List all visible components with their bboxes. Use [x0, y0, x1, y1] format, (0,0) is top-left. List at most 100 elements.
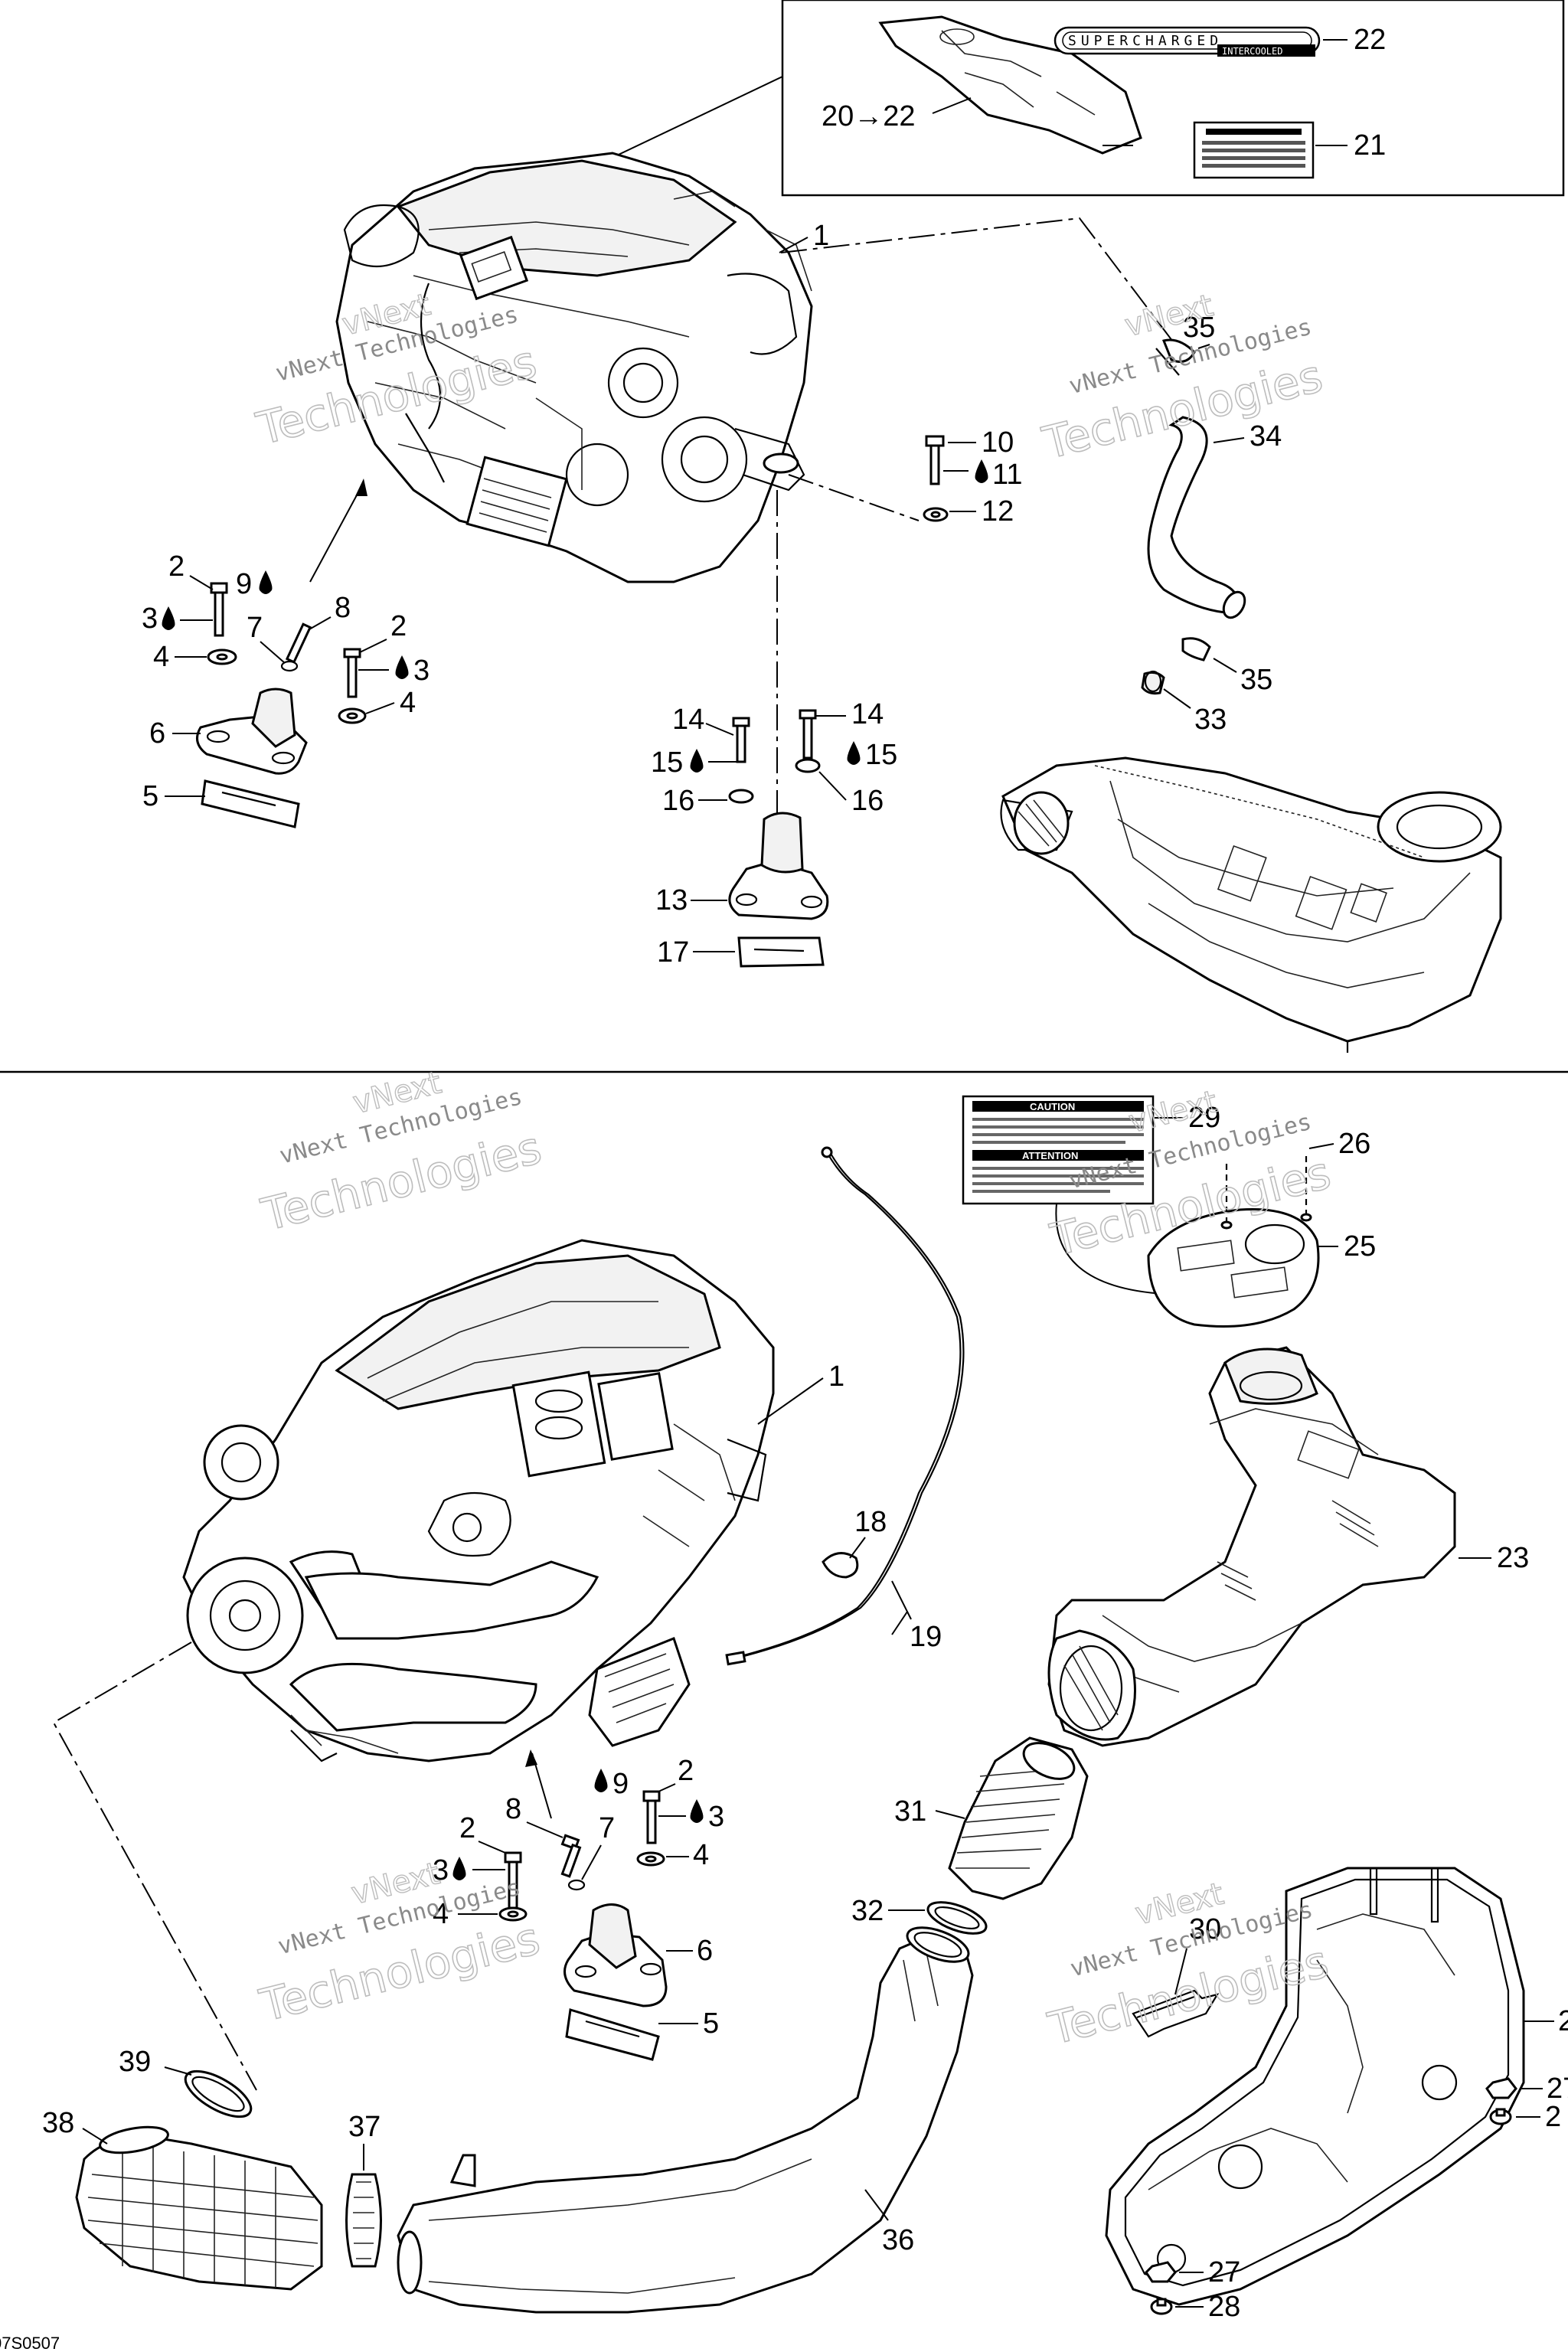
label-31: 31 — [894, 1795, 926, 1828]
leader-36 — [864, 2189, 889, 2221]
attention-title: ATTENTION — [1022, 1150, 1078, 1161]
label-5-bottom: 5 — [703, 2007, 719, 2040]
label-9-bottom: 9 — [612, 1768, 629, 1800]
label-1-top: 1 — [813, 220, 829, 252]
arrowhead-bottom — [525, 1749, 537, 1767]
leader-7-bottom — [581, 1844, 602, 1880]
label-27-right: 27 — [1547, 2073, 1568, 2105]
label-6-bottom: 6 — [697, 1935, 713, 1967]
label-32: 32 — [851, 1895, 884, 1927]
label-14-a: 14 — [672, 704, 704, 736]
leader-18 — [849, 1537, 866, 1559]
label-13: 13 — [655, 884, 688, 916]
label-5-top: 5 — [142, 780, 158, 812]
leader-19 — [906, 1611, 912, 1620]
label-38: 38 — [42, 2107, 74, 2139]
leader-8-bottom — [526, 1821, 564, 1838]
label-4-bottom-d: 4 — [433, 1898, 449, 1930]
warning-label-21 — [1193, 121, 1315, 179]
drop-icon-3-bottom-d — [452, 1857, 466, 1880]
engine-top — [335, 152, 813, 583]
label-28-bottom: 28 — [1208, 2291, 1240, 2323]
airbox-lower-housing — [1105, 1867, 1525, 2306]
leader-14-a — [705, 723, 734, 736]
label-8-top: 8 — [335, 592, 351, 624]
engine-bottom — [182, 1239, 775, 1762]
label-4-top-a: 4 — [153, 641, 169, 673]
label-3-bottom-d: 3 — [433, 1854, 449, 1886]
supercharged-text: SUPERCHARGED — [1068, 33, 1223, 49]
label-19: 19 — [910, 1621, 942, 1653]
leader-7-top — [260, 641, 286, 664]
left-mount-bottom — [498, 1790, 668, 2061]
drop-icon-3-bottom-c — [690, 1799, 704, 1823]
bolt-10-stack — [923, 435, 949, 522]
label-22: 22 — [1354, 24, 1386, 56]
airbox-cover-25 — [1147, 1156, 1320, 1328]
label-8-bottom: 8 — [505, 1793, 521, 1825]
label-2-top-a: 2 — [168, 550, 185, 583]
arrow-to-engine-left — [309, 482, 364, 583]
dash-engine-to-clamp39 — [52, 1642, 257, 2091]
leader-35-bottom — [1213, 658, 1237, 673]
boot-38 — [75, 2125, 323, 2291]
left-mount-top — [196, 582, 367, 828]
label-26: 26 — [1338, 1128, 1370, 1160]
drop-icon-3-top-a — [162, 606, 175, 630]
label-16-a: 16 — [662, 785, 694, 817]
clamp-32 — [926, 1901, 988, 1935]
label-28-right: 2 — [1545, 2101, 1561, 2133]
airbox-top — [1000, 756, 1502, 1053]
leader-31 — [935, 1810, 965, 1819]
intercooled-text: INTERCOOLED — [1222, 46, 1282, 57]
label-37: 37 — [348, 2111, 381, 2143]
label-33: 33 — [1194, 704, 1227, 736]
leader-2-top-a — [189, 575, 214, 590]
label-3-top-a: 3 — [142, 603, 158, 635]
label-1-bottom: 1 — [828, 1361, 844, 1393]
inset-frame — [781, 0, 1565, 197]
drop-icon-15-b — [847, 741, 861, 765]
leader-33 — [1163, 688, 1191, 709]
leader-34 — [1213, 437, 1245, 443]
label-20-22: 20→22 — [822, 100, 916, 132]
leader-2-top-b — [359, 639, 387, 653]
bracket-19 — [891, 1580, 909, 1635]
dash-engine-to-bolt10 — [788, 474, 920, 521]
leader-30 — [1174, 1948, 1187, 1995]
label-36: 36 — [882, 2224, 914, 2256]
drop-icon-3-top-b — [395, 655, 409, 679]
label-14-b: 14 — [851, 698, 884, 730]
label-4-top-b: 4 — [400, 687, 416, 719]
leader-35-top — [1197, 344, 1210, 349]
center-mount-top — [728, 709, 829, 968]
label-12: 12 — [982, 495, 1014, 528]
label-6-top: 6 — [149, 717, 165, 750]
leader-39 — [164, 2066, 192, 2076]
label-2-lower: 2 — [1558, 2005, 1568, 2037]
sensor-wire-19 — [725, 1146, 965, 1666]
label-7-top: 7 — [247, 612, 263, 644]
label-4-bottom-c: 4 — [693, 1839, 709, 1871]
label-25: 25 — [1344, 1230, 1376, 1263]
label-34: 34 — [1250, 420, 1282, 452]
label-17: 17 — [657, 936, 689, 969]
label-39: 39 — [119, 2046, 151, 2078]
leader-16-b — [818, 771, 847, 801]
label-27-bottom: 27 — [1208, 2256, 1240, 2288]
drop-icon-9-top — [259, 570, 273, 594]
leader-38 — [82, 2128, 108, 2145]
label-23: 23 — [1497, 1542, 1529, 1574]
label-21: 21 — [1354, 129, 1386, 162]
leader-1-bottom — [757, 1377, 824, 1425]
label-30: 30 — [1189, 1913, 1221, 1945]
leader-2-bottom-d — [478, 1841, 506, 1854]
label-9-top: 9 — [236, 568, 252, 600]
watermark-bottom-left-mid: vNext vNext Technologies Technologies — [254, 1855, 546, 2032]
label-2-bottom-d: 2 — [459, 1812, 475, 1844]
boot-31 — [948, 1736, 1089, 1900]
label-2-top-b: 2 — [390, 610, 407, 642]
dash-engine-to-airbox — [780, 217, 1187, 361]
label-3-bottom-c: 3 — [708, 1801, 724, 1833]
seal-30 — [1132, 1989, 1220, 2038]
